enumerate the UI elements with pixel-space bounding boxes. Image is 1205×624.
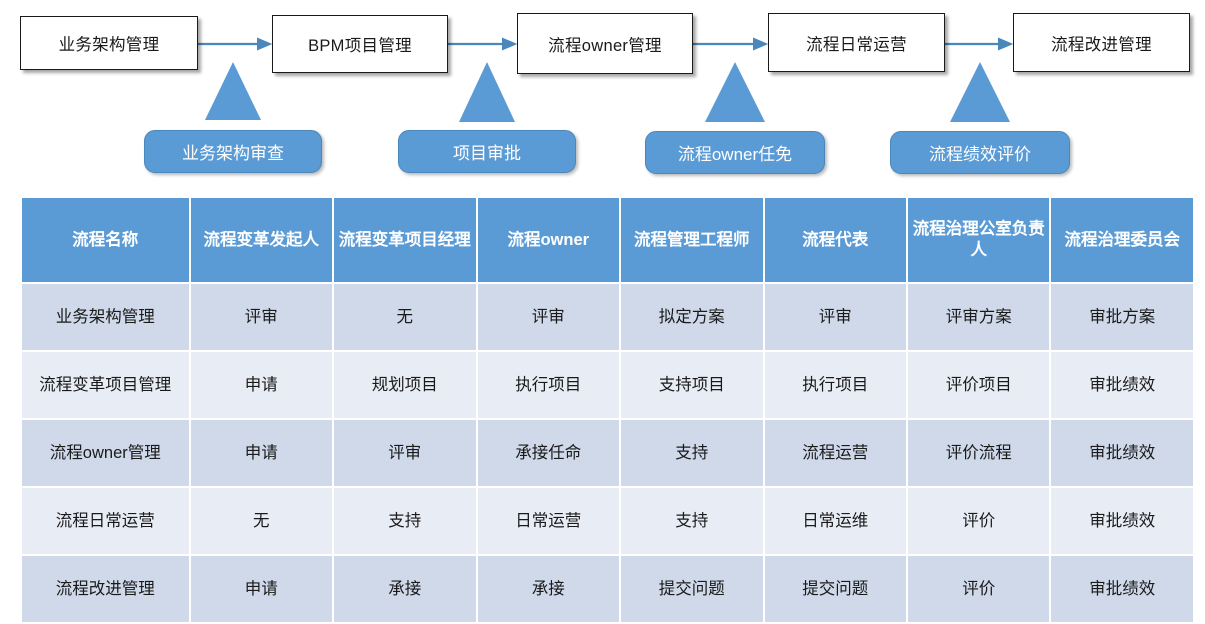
table-cell: 评价项目 [905,350,1052,420]
table-cell: 支持 [619,486,765,556]
table-cell: 执行项目 [475,350,622,420]
column-header: 流程治理委员会 [1049,196,1195,284]
table-cell: 申请 [188,418,335,488]
gate-pill-1[interactable]: 业务架构审查 [144,130,322,173]
table-cell: 提交问题 [762,554,908,624]
stage-box-5[interactable]: 流程改进管理 [1013,13,1190,72]
gate-pill-label: 项目审批 [453,144,521,163]
stage-box-4[interactable]: 流程日常运营 [768,13,945,72]
table-cell: 评审 [332,418,478,488]
table-header-row: 流程名称 流程变革发起人 流程变革项目经理 流程owner 流程管理工程师 流程… [20,196,1195,284]
table-cell: 承接 [475,554,622,624]
gate-pill-label: 流程绩效评价 [929,145,1031,164]
gate-pill-label: 业务架构审查 [182,144,284,163]
stage-box-2[interactable]: BPM项目管理 [272,15,448,73]
stage-box-3[interactable]: 流程owner管理 [517,13,693,74]
table-row: 业务架构管理评审无评审拟定方案评审评审方案审批方案 [20,282,1195,352]
stage-box-label: 流程owner管理 [548,36,662,55]
row-process-name: 流程改进管理 [20,554,191,624]
table-cell: 评审 [475,282,622,352]
stage-box-label: 流程日常运营 [806,35,907,54]
table-cell: 日常运营 [475,486,622,556]
table-cell: 评价流程 [905,418,1052,488]
gate-triangle-3 [705,62,765,122]
row-process-name: 流程owner管理 [20,418,191,488]
table-cell: 承接 [332,554,478,624]
gate-triangle-4 [950,62,1010,122]
gate-pill-3[interactable]: 流程owner任免 [645,131,825,174]
table-cell: 评价 [905,486,1052,556]
row-process-name: 业务架构管理 [20,282,191,352]
stage-box-label: BPM项目管理 [308,37,412,55]
process-responsibility-table: 流程名称 流程变革发起人 流程变革项目经理 流程owner 流程管理工程师 流程… [20,196,1195,624]
table-cell: 审批绩效 [1049,418,1195,488]
table-cell: 申请 [188,554,335,624]
table-cell: 支持项目 [619,350,765,420]
column-header: 流程变革项目经理 [332,196,478,284]
table-cell: 承接任命 [475,418,622,488]
table-cell: 评价 [905,554,1052,624]
table-cell: 支持 [332,486,478,556]
table-cell: 无 [188,486,335,556]
column-header: 流程代表 [762,196,908,284]
table-cell: 无 [332,282,478,352]
row-process-name: 流程变革项目管理 [20,350,191,420]
stage-box-1[interactable]: 业务架构管理 [20,16,198,70]
column-header: 流程名称 [20,196,191,284]
stage-box-label: 流程改进管理 [1051,35,1152,54]
table-row: 流程owner管理申请评审承接任命支持流程运营评价流程审批绩效 [20,418,1195,488]
column-header: 流程治理公室负责人 [905,196,1052,284]
table-cell: 审批绩效 [1049,486,1195,556]
table-cell: 拟定方案 [619,282,765,352]
column-header: 流程变革发起人 [188,196,335,284]
gate-triangle-2 [459,62,515,122]
table-cell: 评审方案 [905,282,1052,352]
column-header: 流程owner [475,196,622,284]
table-cell: 审批绩效 [1049,554,1195,624]
table-cell: 评审 [188,282,335,352]
table-cell: 日常运维 [762,486,908,556]
gate-triangle-1 [205,62,261,120]
table-cell: 规划项目 [332,350,478,420]
process-flow-diagram: 业务架构管理 BPM项目管理 流程owner管理 流程日常运营 流程改进管理 业务架构审… [0,0,1205,190]
table-row: 流程变革项目管理申请规划项目执行项目支持项目执行项目评价项目审批绩效 [20,350,1195,420]
row-process-name: 流程日常运营 [20,486,191,556]
table-cell: 审批方案 [1049,282,1195,352]
table-cell: 执行项目 [762,350,908,420]
table-cell: 提交问题 [619,554,765,624]
table-cell: 评审 [762,282,908,352]
table-cell: 支持 [619,418,765,488]
table-cell: 申请 [188,350,335,420]
table-cell: 审批绩效 [1049,350,1195,420]
column-header: 流程管理工程师 [619,196,765,284]
gate-pill-2[interactable]: 项目审批 [398,130,576,173]
gate-pill-4[interactable]: 流程绩效评价 [890,131,1070,174]
table-cell: 流程运营 [762,418,908,488]
table-row: 流程日常运营无支持日常运营支持日常运维评价审批绩效 [20,486,1195,556]
stage-box-label: 业务架构管理 [58,36,160,54]
table-row: 流程改进管理申请承接承接提交问题提交问题评价审批绩效 [20,554,1195,624]
gate-pill-label: 流程owner任免 [677,145,793,164]
